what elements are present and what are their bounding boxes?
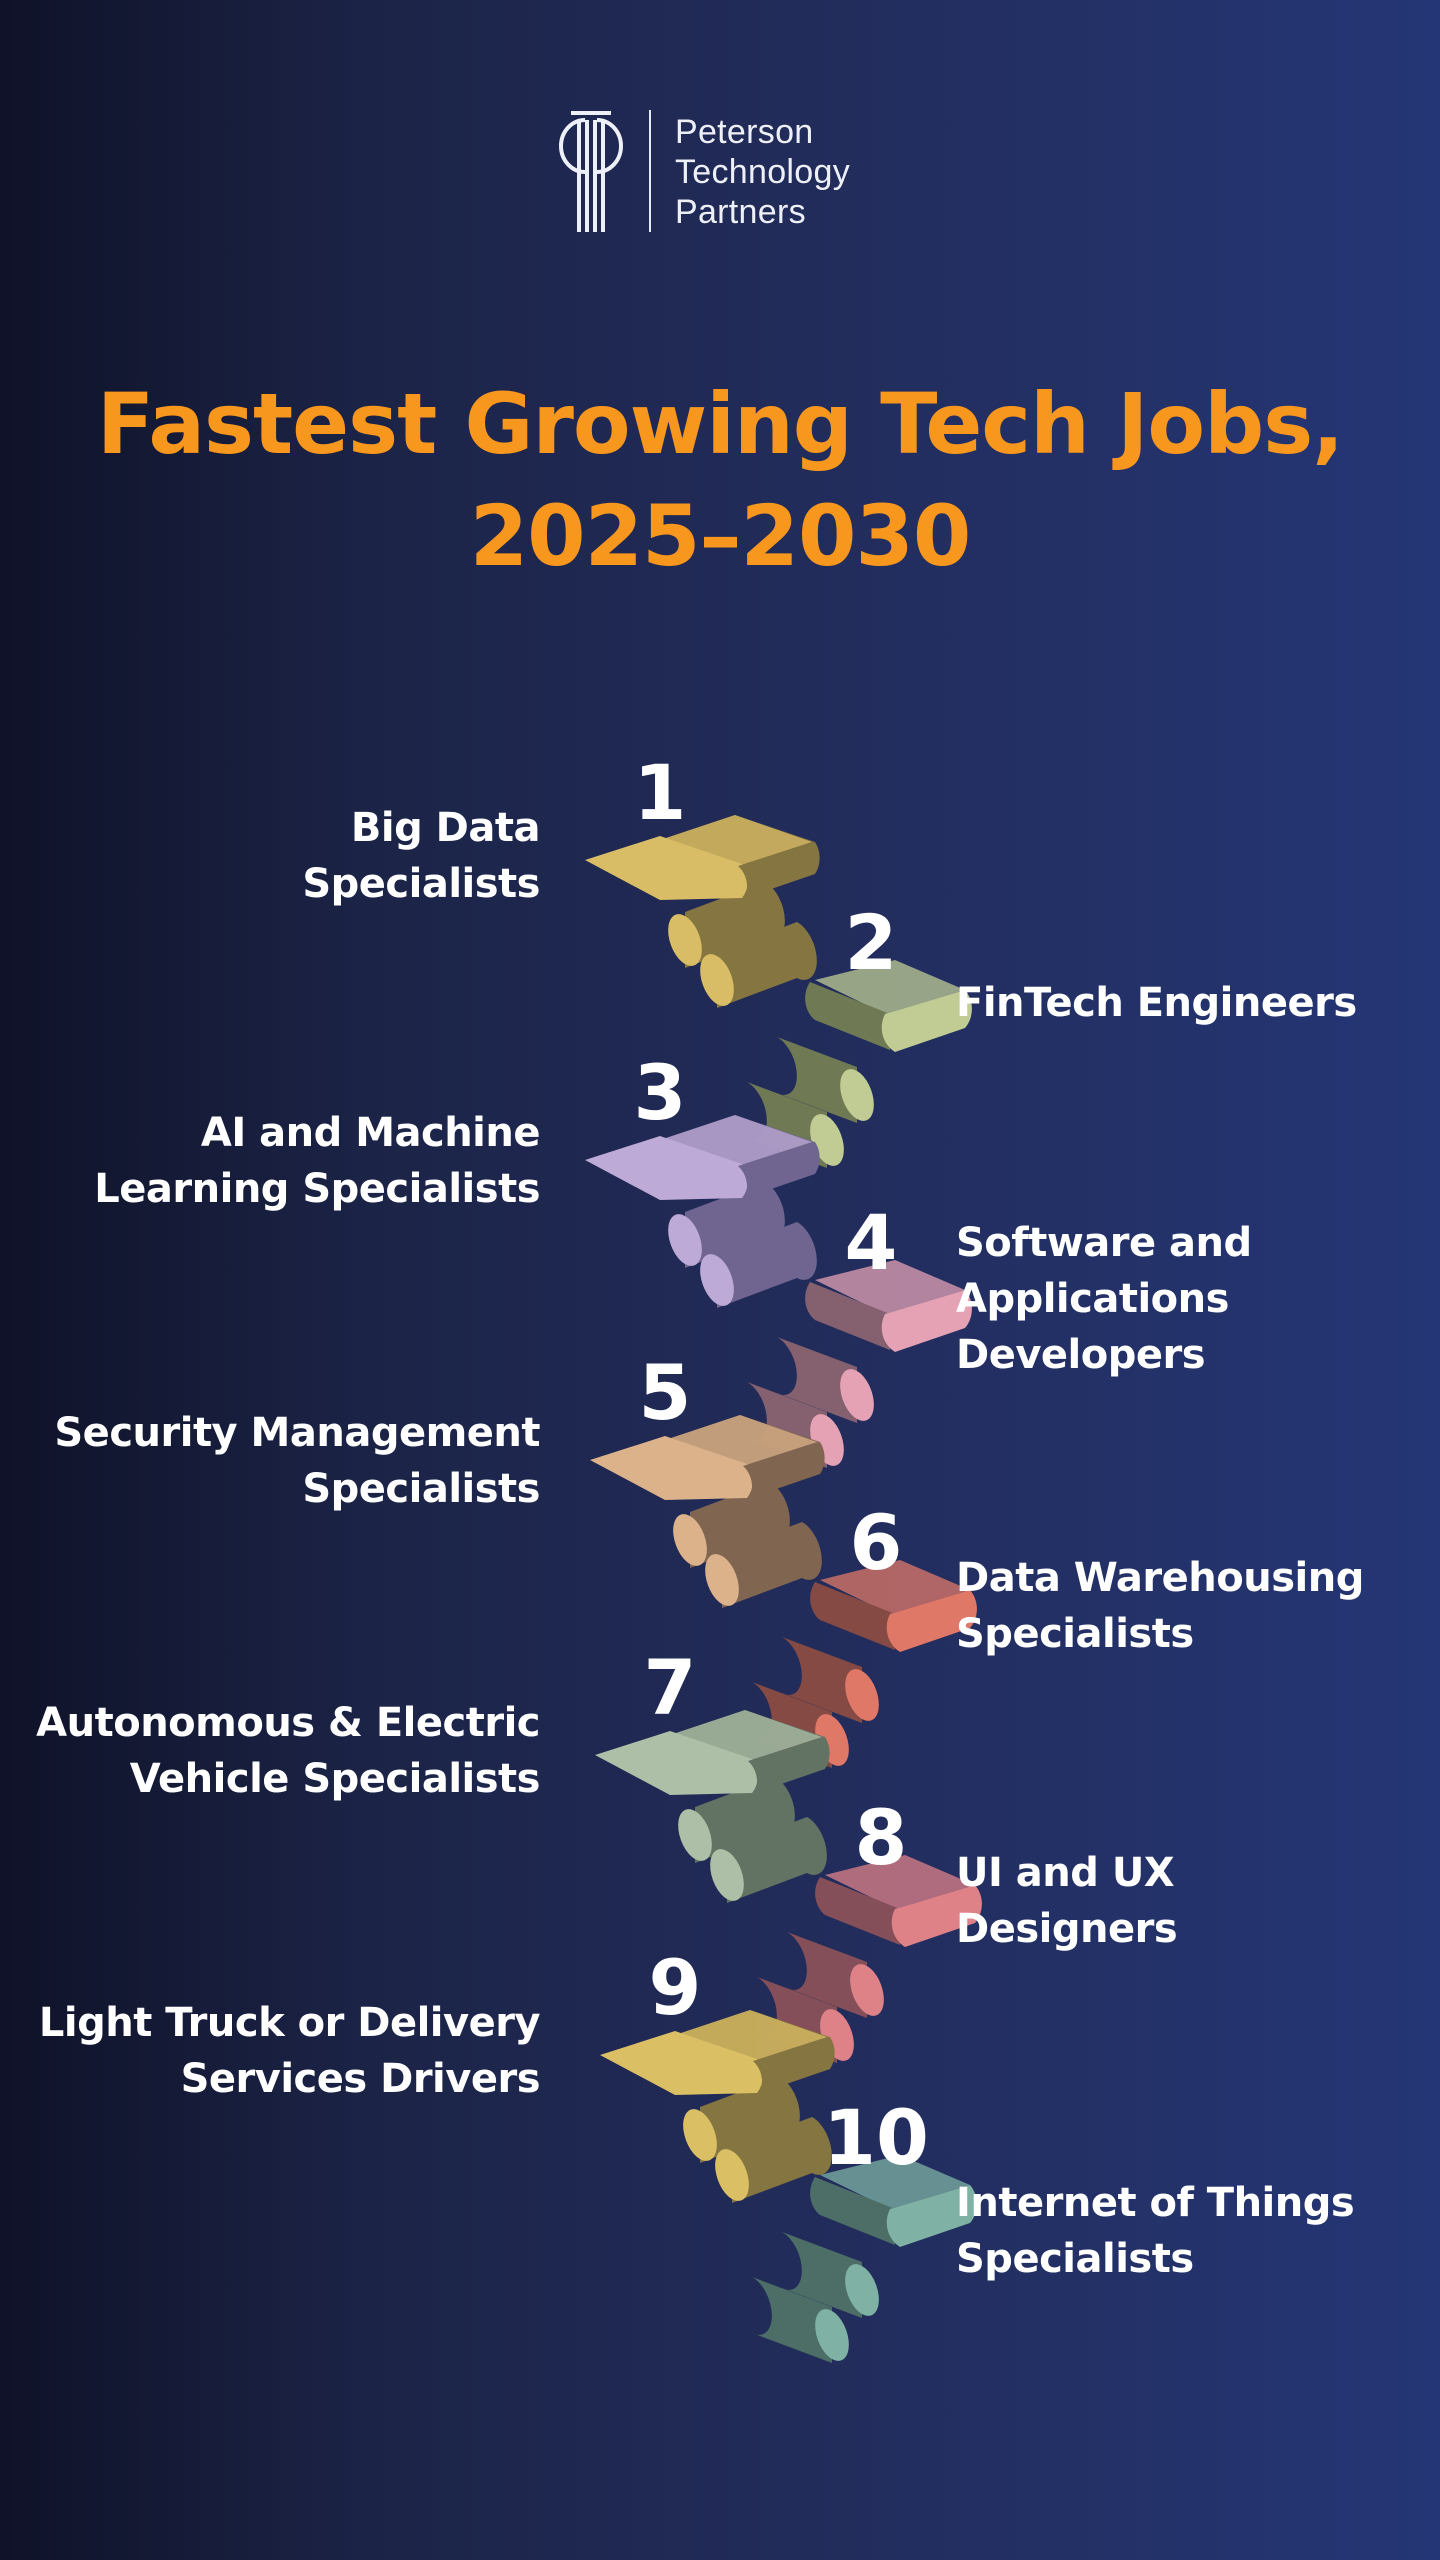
job-label-line: Services Drivers xyxy=(180,2056,541,2102)
job-label-line: Specialists xyxy=(302,1466,540,1512)
job-label-line: Big Data xyxy=(350,805,541,851)
job-label-line: Specialists xyxy=(956,2236,1194,2282)
rank-number: 10 xyxy=(823,2093,929,2182)
job-label-line: UI and UX xyxy=(956,1850,1175,1896)
step-1 xyxy=(585,815,820,1008)
step-9 xyxy=(600,2010,835,2203)
rank-number: 7 xyxy=(643,1643,697,1732)
job-label-line: Specialists xyxy=(956,1611,1194,1657)
step-6 xyxy=(752,1560,977,1768)
job-label-line: Security Management xyxy=(54,1410,540,1456)
rank-number: 2 xyxy=(844,898,898,987)
brand-name-line: Technology xyxy=(675,153,851,191)
brand-name-line: Peterson xyxy=(675,113,814,151)
job-label-line: Developers xyxy=(956,1332,1206,1378)
job-label-line: Autonomous & Electric xyxy=(36,1700,540,1746)
job-label-line: Specialists xyxy=(302,861,540,907)
rank-number: 5 xyxy=(638,1348,692,1437)
step-7 xyxy=(595,1710,830,1903)
job-label-line: Vehicle Specialists xyxy=(129,1756,541,1802)
rank-number: 1 xyxy=(633,748,687,837)
step-3 xyxy=(585,1115,820,1308)
job-label-line: Software and xyxy=(956,1220,1252,1266)
job-label-line: FinTech Engineers xyxy=(956,980,1357,1026)
step-5 xyxy=(590,1415,825,1608)
rank-number: 8 xyxy=(854,1793,908,1882)
job-label-8: UI and UX Designers xyxy=(956,1845,1178,1957)
job-label-line: Data Warehousing xyxy=(956,1555,1364,1601)
job-label-line: Internet of Things xyxy=(956,2180,1355,2226)
job-label-line: Learning Specialists xyxy=(94,1166,540,1212)
job-label-line: Light Truck or Delivery xyxy=(38,2000,541,2046)
brand-name-line: Partners xyxy=(675,193,806,231)
rank-number: 9 xyxy=(648,1943,702,2032)
job-label-line: Applications xyxy=(956,1276,1229,1322)
rank-number: 3 xyxy=(633,1048,687,1137)
step-10 xyxy=(752,2155,977,2363)
page-title: Fastest Growing Tech Jobs, 2025–2030 xyxy=(0,368,1440,592)
brand-name: Peterson Technology Partners xyxy=(675,112,850,232)
step-2 xyxy=(747,960,972,1168)
job-label-2: FinTech Engineers xyxy=(956,975,1357,1031)
ptp-monogram-icon xyxy=(559,111,623,232)
title-line: Fastest Growing Tech Jobs, xyxy=(96,375,1344,473)
job-label-line: Designers xyxy=(956,1906,1178,1952)
brand-logo: Peterson Technology Partners xyxy=(555,110,895,235)
rank-number: 6 xyxy=(849,1498,903,1587)
rank-number: 4 xyxy=(844,1198,898,1287)
job-label-line: AI and Machine xyxy=(200,1110,541,1156)
logo-divider xyxy=(649,110,651,232)
title-line: 2025–2030 xyxy=(469,487,972,585)
